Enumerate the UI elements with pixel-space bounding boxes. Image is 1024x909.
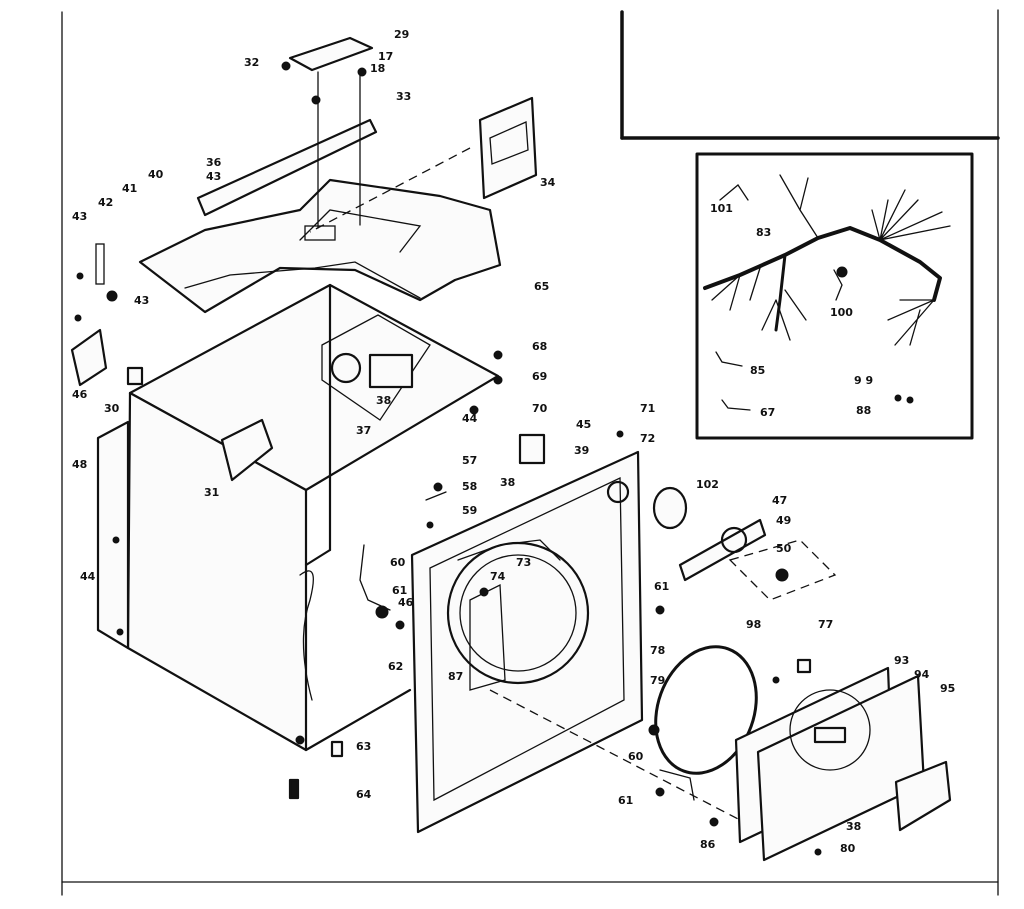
callout-43-mid: 43 (134, 294, 149, 307)
callout-38-timer: 38 (376, 394, 391, 407)
rear-bracket (196, 36, 378, 229)
callout-60-left: 60 (390, 556, 406, 569)
callout-93: 93 (894, 654, 909, 667)
callout-46-left: 46 (72, 388, 88, 401)
callout-67: 67 (760, 406, 775, 419)
callout-60-door: 60 (628, 750, 644, 763)
callout-100: 100 (830, 306, 853, 319)
callout-47: 47 (772, 494, 787, 507)
door-assembly (489, 645, 952, 862)
callout-61-right: 61 (654, 580, 669, 593)
callout-80: 80 (840, 842, 856, 855)
callout-36: 36 (206, 156, 222, 169)
callout-102: 102 (696, 478, 719, 491)
callout-57: 57 (462, 454, 477, 467)
top-panel (138, 178, 502, 314)
callout-61-left: 61 (392, 584, 407, 597)
callout-38-door: 38 (846, 820, 861, 833)
callout-85: 85 (750, 364, 765, 377)
callout-94: 94 (914, 668, 930, 681)
callout-40: 40 (148, 168, 164, 181)
callout-87: 87 (448, 670, 463, 683)
callout-86: 86 (700, 838, 716, 851)
callout-43-left: 43 (72, 210, 87, 223)
front-panel (410, 450, 644, 834)
callout-63: 63 (356, 740, 371, 753)
callout-labels: 29 32 17 18 33 36 43 40 41 42 43 43 46 3… (72, 28, 955, 855)
wiring-harness-inset (695, 152, 974, 440)
callout-59: 59 (462, 504, 477, 517)
callout-50: 50 (776, 542, 792, 555)
callout-18: 18 (370, 62, 385, 75)
callout-30: 30 (104, 402, 120, 415)
cabinet-body (96, 283, 500, 800)
callout-48: 48 (72, 458, 87, 471)
door-switch-parts (652, 486, 837, 601)
timer-assembly (321, 314, 431, 421)
callout-34: 34 (540, 176, 556, 189)
callout-29: 29 (394, 28, 409, 41)
callout-44-left: 44 (80, 570, 96, 583)
callout-43-top: 43 (206, 170, 221, 183)
callout-77: 77 (818, 618, 833, 631)
callout-65: 65 (534, 280, 549, 293)
callout-88: 88 (856, 404, 871, 417)
callout-79: 79 (650, 674, 665, 687)
callout-69: 69 (532, 370, 547, 383)
callout-71: 71 (640, 402, 655, 415)
callout-98: 98 (746, 618, 761, 631)
callout-17: 17 (378, 50, 393, 63)
callout-31: 31 (204, 486, 219, 499)
left-side-parts (70, 243, 118, 387)
callout-42: 42 (98, 196, 113, 209)
callout-72: 72 (640, 432, 655, 445)
callout-45: 45 (576, 418, 591, 431)
callout-95: 95 (940, 682, 955, 695)
callout-62: 62 (388, 660, 403, 673)
callout-58: 58 (462, 480, 477, 493)
small-hardware (359, 350, 665, 630)
callout-73: 73 (516, 556, 531, 569)
callout-46-mid: 46 (398, 596, 414, 609)
callout-64: 64 (356, 788, 372, 801)
callout-33: 33 (396, 90, 411, 103)
callout-41: 41 (122, 182, 137, 195)
callout-44-top: 44 (462, 412, 478, 425)
page-frame (61, 9, 1000, 896)
rear-vent-bracket (309, 96, 538, 233)
callout-49: 49 (776, 514, 791, 527)
callout-101: 101 (710, 202, 733, 215)
callout-37: 37 (356, 424, 371, 437)
callout-68: 68 (532, 340, 547, 353)
callout-83: 83 (756, 226, 771, 239)
callout-70: 70 (532, 402, 548, 415)
callout-39: 39 (574, 444, 589, 457)
callout-74: 74 (490, 570, 506, 583)
callout-78: 78 (650, 644, 665, 657)
callout-61-door: 61 (618, 794, 633, 807)
callout-38-front: 38 (500, 476, 515, 489)
callout-99: 9 9 (854, 374, 873, 387)
callout-32: 32 (244, 56, 259, 69)
